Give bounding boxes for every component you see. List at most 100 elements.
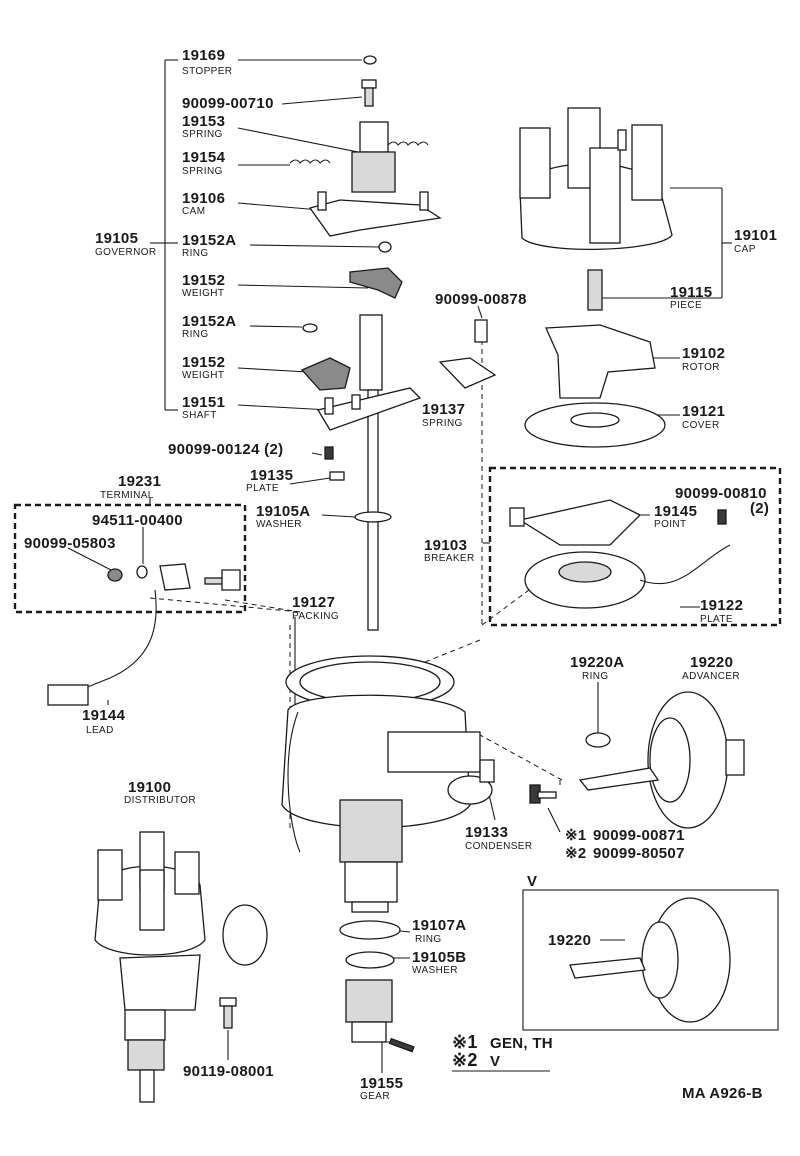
label-19144-number: 19144	[82, 707, 126, 724]
label-19101-name: CAP	[734, 244, 756, 255]
label-19105A-name: WASHER	[256, 519, 302, 530]
label-19231-name: TERMINAL	[100, 490, 154, 501]
label-19152A-b-number: 19152A	[182, 313, 236, 330]
variant-notes: ※1 90099-00871 ※2 90099-80507	[565, 827, 685, 862]
label-19220-name: ADVANCER	[682, 671, 740, 682]
label-90099-05803-number: 90099-05803	[24, 535, 116, 552]
shaft-part	[316, 314, 422, 631]
cap-part	[519, 107, 673, 250]
label-19135-name: PLATE	[246, 483, 279, 494]
label-90099-00810-number: 90099-00810	[675, 485, 767, 502]
stopper-part	[363, 55, 377, 65]
label-19105A-number: 19105A	[256, 503, 310, 520]
legend-text-2: V	[490, 1053, 500, 1070]
weight-part-a	[349, 267, 403, 299]
label-19103-number: 19103	[424, 537, 467, 554]
label-19220-number: 19220	[690, 654, 733, 671]
label-19169-name: STOPPER	[182, 66, 232, 77]
legend-mark-2: ※2	[452, 1050, 478, 1070]
housing-part	[281, 694, 481, 913]
variant-note-1-number: 90099-00871	[593, 827, 685, 844]
label-19115-name: PIECE	[670, 300, 702, 311]
label-19220A-number: 19220A	[570, 654, 624, 671]
label-90119-08001-number: 90119-08001	[183, 1063, 274, 1080]
spring-clip-part	[438, 319, 497, 389]
variant-note-2-number: 90099-80507	[593, 845, 685, 862]
cam-part	[308, 121, 442, 237]
legend-text-1: GEN, TH	[490, 1035, 553, 1052]
label-19101-number: 19101	[734, 227, 777, 244]
label-19133-name: CONDENSER	[465, 841, 533, 852]
bolt-part	[529, 784, 557, 804]
label-19153-name: SPRING	[182, 129, 223, 140]
small-plate-part	[329, 471, 345, 481]
label-94511-00400-number: 94511-00400	[92, 512, 183, 529]
label-19105-number: 19105	[95, 230, 138, 247]
label-19122-number: 19122	[700, 597, 743, 614]
label-19106-name: CAM	[182, 206, 205, 217]
label-19152A-a-number: 19152A	[182, 232, 236, 249]
variant-box-labels: V 19220	[527, 873, 591, 949]
breaker-assembly-box	[488, 466, 782, 627]
screw-part	[361, 79, 377, 107]
spring-coils	[289, 141, 429, 164]
variant-box-part-number: 19220	[548, 932, 591, 949]
label-19121-name: COVER	[682, 420, 720, 431]
label-19151-name: SHAFT	[182, 410, 217, 421]
label-19100-name: DISTRIBUTOR	[124, 795, 196, 806]
part-labels: 19169 STOPPER 90099-00710 19153 SPRING 1…	[24, 47, 777, 1102]
label-19102-number: 19102	[682, 345, 725, 362]
distributor-assembly	[94, 831, 268, 1103]
label-19145-name: POINT	[654, 519, 687, 530]
label-19105-name: GOVERNOR	[95, 247, 157, 258]
label-19152A-b-name: RING	[182, 329, 209, 340]
ring-part-advancer	[585, 732, 611, 748]
label-19107A-number: 19107A	[412, 917, 466, 934]
label-19151-number: 19151	[182, 394, 225, 411]
rotor-part	[545, 324, 656, 399]
advancer-part	[578, 691, 745, 829]
label-19103-name: BREAKER	[424, 553, 475, 564]
ring-part-a	[378, 241, 392, 253]
label-19127-number: 19127	[292, 594, 335, 611]
screw-pair-part	[324, 446, 334, 460]
packing-part	[285, 655, 455, 709]
label-19155-name: GEAR	[360, 1091, 390, 1102]
cover-part	[524, 402, 666, 448]
lead-part	[47, 589, 157, 706]
legend: ※1 GEN, TH ※2 V	[452, 1032, 553, 1072]
label-19107A-name: RING	[415, 934, 442, 945]
variant-note-1-mark: ※1	[565, 827, 587, 844]
legend-mark-1: ※1	[452, 1032, 478, 1052]
drawing-code: MA A926-B	[682, 1085, 763, 1102]
label-19152A-a-name: RING	[182, 248, 209, 259]
washer-part-a	[354, 511, 392, 523]
label-19220A-name: RING	[582, 671, 609, 682]
terminal-box	[13, 503, 247, 614]
label-19154-number: 19154	[182, 149, 226, 166]
label-19135-number: 19135	[250, 467, 293, 484]
variant-box	[522, 889, 779, 1031]
governor-bracket	[150, 59, 178, 411]
label-19106-number: 19106	[182, 190, 225, 207]
gear-part	[345, 979, 415, 1053]
washer-part-lower	[345, 951, 395, 969]
label-90099-00124-number: 90099-00124 (2)	[168, 441, 283, 458]
label-19152-b-name: WEIGHT	[182, 370, 224, 381]
label-19105B-name: WASHER	[412, 965, 458, 976]
distributor-bolt	[219, 997, 237, 1029]
label-19169-number: 19169	[182, 47, 225, 64]
piece-part	[587, 269, 603, 311]
label-19127-name: PACKING	[292, 611, 339, 622]
variant-note-2-mark: ※2	[565, 845, 587, 862]
label-19100-number: 19100	[128, 779, 171, 796]
label-19154-name: SPRING	[182, 166, 223, 177]
ring-part-lower	[339, 920, 401, 940]
label-90099-00810-qty: (2)	[750, 500, 769, 517]
label-19145-number: 19145	[654, 503, 697, 520]
label-19137-number: 19137	[422, 401, 465, 418]
label-19121-number: 19121	[682, 403, 725, 420]
label-19102-name: ROTOR	[682, 362, 720, 373]
label-19105B-number: 19105B	[412, 949, 466, 966]
